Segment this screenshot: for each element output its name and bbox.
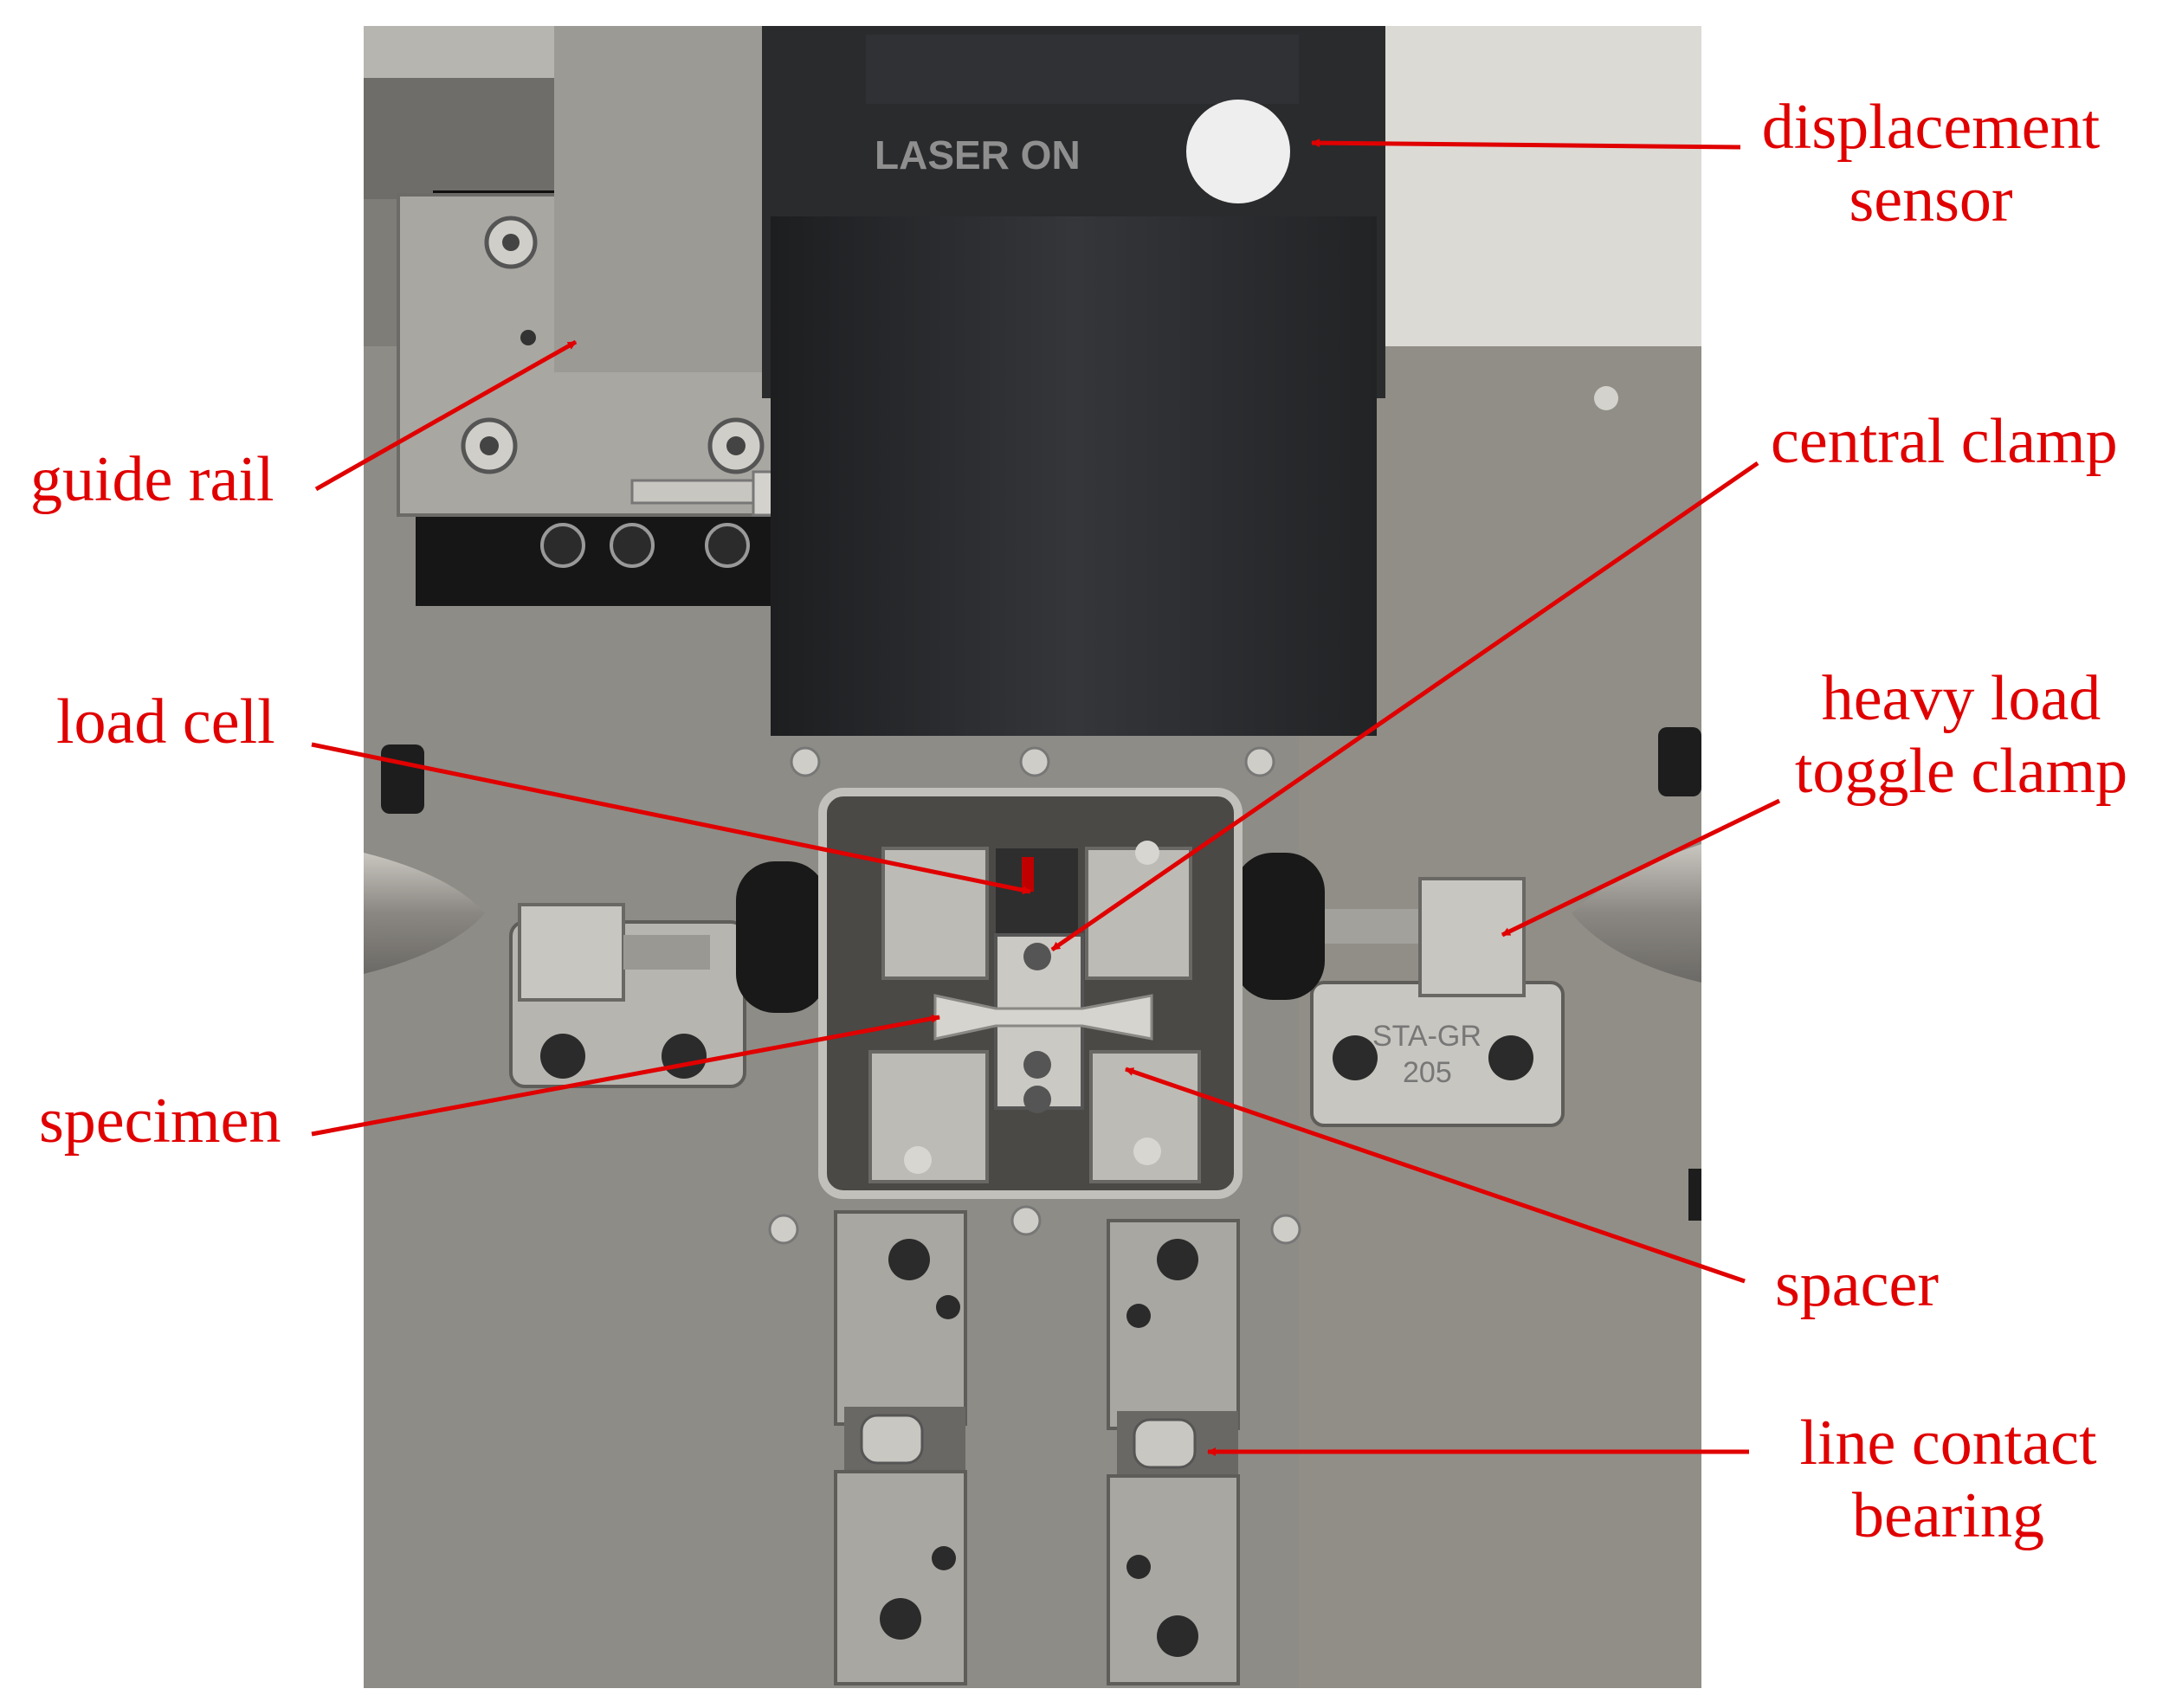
specimen-strip — [933, 994, 1153, 1041]
label-specimen: specimen — [39, 1086, 281, 1157]
label-load-cell: load cell — [56, 686, 275, 757]
displacement-sensor-body: LASER ON — [762, 26, 1385, 736]
label-guide-rail: guide rail — [30, 444, 274, 515]
arrow-spacer — [1125, 1067, 1746, 1284]
label-line-contact-bearing-line2: bearing — [1852, 1480, 2044, 1551]
arrow-specimen — [311, 1014, 940, 1137]
arrow-central-clamp — [1050, 461, 1759, 952]
left-toggle-clamp — [364, 853, 827, 1088]
label-heavy-load-toggle-clamp-line2: toggle clamp — [1794, 736, 2128, 807]
label-displacement-sensor-line1: displacement — [1761, 92, 2101, 163]
label-displacement-sensor-line2: sensor — [1849, 164, 2013, 235]
label-central-clamp: central clamp — [1771, 406, 2118, 477]
label-displacement-sensor: displacement sensor — [1740, 91, 2121, 236]
annotation-arrows — [311, 139, 1781, 1456]
sensor-laser-on-text: LASER ON — [875, 132, 1081, 177]
background-sticker — [1385, 26, 1701, 346]
label-heavy-load-toggle-clamp: heavy load toggle clamp — [1766, 662, 2156, 808]
clamp-plate-label: STA-GR — [1372, 1020, 1482, 1053]
label-heavy-load-toggle-clamp-line1: heavy load — [1821, 663, 2101, 734]
label-line-contact-bearing: line contact bearing — [1758, 1407, 2139, 1552]
arrow-guide-rail — [314, 339, 578, 492]
arrow-load-cell — [311, 742, 1031, 895]
label-line-contact-bearing-line1: line contact — [1799, 1408, 2097, 1479]
arrow-heavy-load-toggle-clamp — [1501, 798, 1781, 938]
lower-rail-blocks — [834, 1210, 1240, 1685]
clamp-plate-code: 205 — [1403, 1056, 1452, 1089]
central-recess — [818, 788, 1243, 1199]
right-toggle-clamp: STA-GR 205 — [1234, 844, 1701, 1127]
arrow-displacement-sensor — [1311, 139, 1741, 150]
label-spacer: spacer — [1775, 1249, 1939, 1320]
laser-indicator-light — [1186, 100, 1290, 203]
